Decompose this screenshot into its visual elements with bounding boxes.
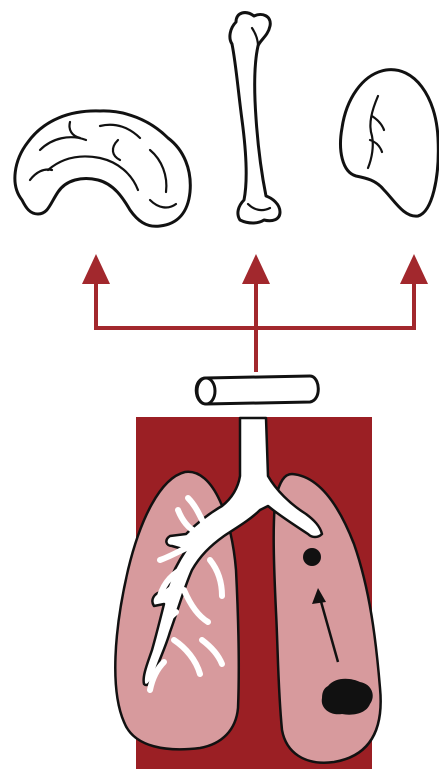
metastasis-arrows <box>82 254 428 372</box>
bone-outline <box>230 13 280 223</box>
trachea-tube-icon <box>196 376 318 404</box>
arrow-to-brain <box>82 254 110 284</box>
trachea-tube-end <box>197 378 215 404</box>
brain-icon <box>15 111 190 226</box>
arrow-to-kidney <box>400 254 428 284</box>
arrow-to-bone <box>242 254 270 284</box>
small-tumor <box>303 548 321 566</box>
bone-icon <box>230 13 280 223</box>
kidney-outline <box>341 70 439 217</box>
kidney-icon <box>341 70 439 217</box>
